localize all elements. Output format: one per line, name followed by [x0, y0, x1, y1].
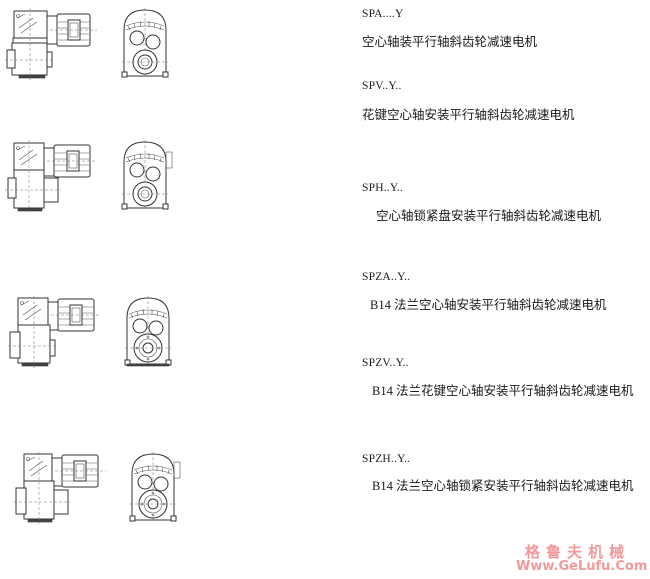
gear-motor-side-view-1 [5, 8, 100, 88]
gear-motor-side-view-4 [14, 452, 109, 532]
gear-motor-side-view-3 [8, 296, 103, 376]
model-code-4: SPZA..Y.. [362, 271, 411, 283]
model-description-6: B14 法兰空心轴锁紧安装平行轴斜齿轮减速电机 [372, 479, 634, 493]
gear-motor-front-view-4 [128, 452, 183, 529]
gear-motor-front-view-2 [120, 140, 175, 217]
model-description-1: 空心轴装平行轴斜齿轮减速电机 [362, 35, 538, 49]
gear-motor-side-view-2 [5, 140, 100, 220]
model-code-1: SPA....Y [362, 8, 404, 20]
model-description-3: 空心轴锁紧盘安装平行轴斜齿轮减速电机 [376, 209, 602, 223]
model-description-4: B14 法兰空心轴安装平行轴斜齿轮减速电机 [370, 298, 607, 312]
model-code-5: SPZV..Y.. [362, 357, 409, 369]
model-code-3: SPH..Y.. [362, 182, 404, 194]
model-code-6: SPZH..Y.. [362, 453, 411, 465]
model-description-2: 花键空心轴安装平行轴斜齿轮减速电机 [362, 108, 575, 122]
watermark-url: Www.GeLufu.Com [516, 559, 648, 574]
model-description-5: B14 法兰花键空心轴安装平行轴斜齿轮减速电机 [372, 384, 634, 398]
gear-motor-front-view-3 [123, 296, 173, 373]
model-code-2: SPV..Y.. [362, 80, 402, 92]
gear-motor-front-view-1 [120, 8, 170, 85]
watermark-name: 格鲁夫机械 [525, 543, 631, 561]
